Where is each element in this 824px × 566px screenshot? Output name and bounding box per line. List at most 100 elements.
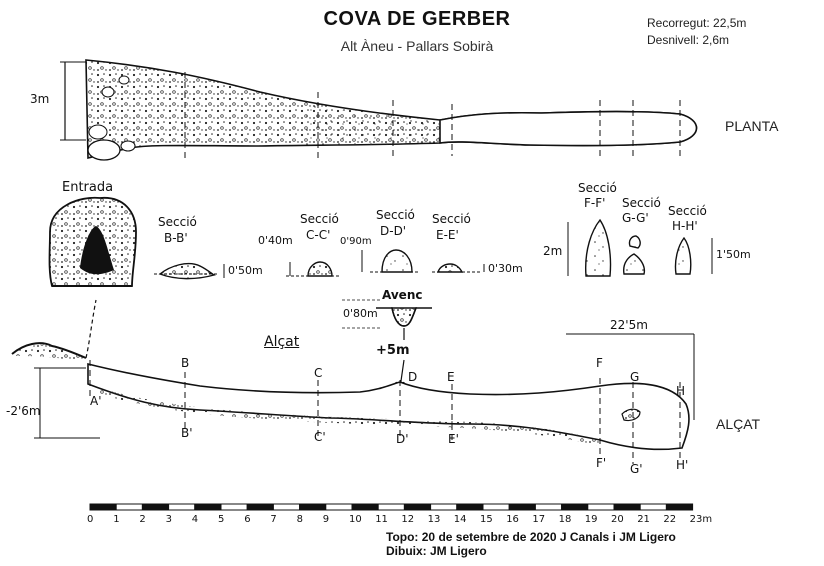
scale-tick-label: 21 bbox=[637, 514, 650, 525]
section-title-h: Secció bbox=[668, 204, 707, 218]
scale-segment bbox=[456, 503, 484, 511]
scale-tick-label: 20 bbox=[611, 514, 624, 525]
section-name-b: B-B' bbox=[164, 231, 188, 245]
credits-topo: Topo: 20 de setembre de 2020 J Canals i … bbox=[386, 530, 676, 544]
elevation-depth-dimension: -2'6m bbox=[6, 404, 41, 418]
section-dimension-e: 0'30m bbox=[488, 262, 523, 275]
section-dimension-d: 0'90m bbox=[340, 236, 372, 247]
plan-view bbox=[60, 59, 698, 161]
scale-tick-label: 5 bbox=[218, 514, 225, 525]
elevation-title: Alçat bbox=[264, 334, 300, 350]
section-name-g: G-G' bbox=[622, 211, 649, 225]
scale-segment bbox=[639, 503, 667, 511]
section-dimension-f: 2m bbox=[543, 244, 563, 258]
section-dimension-lines bbox=[223, 222, 713, 278]
scale-segment bbox=[430, 503, 458, 511]
scale-segment bbox=[534, 503, 563, 511]
scale-segment bbox=[325, 503, 353, 511]
scale-segment bbox=[587, 503, 615, 511]
scale-tick-label: 18 bbox=[558, 514, 572, 525]
scale-tick-label: 17 bbox=[532, 514, 546, 525]
section-dimension-c: 0'40m bbox=[258, 234, 293, 247]
section-title-d: Secció bbox=[376, 208, 415, 222]
scale-segment bbox=[299, 503, 327, 511]
scale-tick-label: 16 bbox=[506, 514, 519, 525]
marker-e-prime: E' bbox=[448, 432, 459, 446]
scale-tick-label: 0 bbox=[87, 514, 94, 525]
shaft-sketch bbox=[342, 299, 432, 395]
scale-segment bbox=[220, 503, 248, 511]
route-length: Recorregut: 22,5m bbox=[647, 16, 747, 30]
scale-segment bbox=[561, 503, 589, 511]
scale-segment bbox=[508, 503, 536, 511]
section-name-e: E-E' bbox=[436, 228, 459, 242]
section-dimension-h: 1'50m bbox=[716, 248, 751, 261]
elevation-view bbox=[11, 299, 695, 464]
elevation-section-lines bbox=[89, 360, 681, 464]
scale-segment bbox=[246, 503, 274, 511]
scale-tick-label: 14 bbox=[453, 514, 467, 525]
marker-d-prime: D' bbox=[396, 432, 409, 446]
scale-tick-label: 6 bbox=[244, 514, 251, 525]
marker-c-prime: C' bbox=[314, 430, 326, 444]
section-dimension-b: 0'50m bbox=[228, 264, 263, 277]
scale-tick-label: 15 bbox=[480, 514, 493, 525]
marker-a-prime: A' bbox=[90, 394, 102, 408]
scale-tick-label: 13 bbox=[427, 514, 441, 525]
cave-stats: Recorregut: 22,5m Desnivell: 2,6m bbox=[647, 15, 746, 49]
scale-segment bbox=[272, 503, 301, 511]
scale-tick-label: 7 bbox=[270, 514, 277, 525]
elevation-diff: Desnivell: 2,6m bbox=[647, 33, 730, 47]
scale-tick-label: 11 bbox=[375, 514, 388, 525]
scale-tick-label: 2 bbox=[139, 514, 146, 525]
section-title-e: Secció bbox=[432, 212, 471, 226]
scale-tick-label: 10 bbox=[349, 514, 362, 525]
scale-segment bbox=[89, 503, 117, 511]
shaft-label: Avenc bbox=[382, 288, 423, 302]
marker-e: E bbox=[447, 370, 455, 384]
plan-width-dimension: 3m bbox=[30, 92, 50, 106]
plan-section-lines bbox=[184, 72, 681, 160]
scale-tick-label: 1 bbox=[113, 514, 120, 525]
marker-f: F bbox=[596, 356, 603, 370]
scale-segment bbox=[613, 503, 641, 511]
scale-tick-label: 12 bbox=[401, 514, 415, 525]
marker-d: D bbox=[408, 370, 418, 384]
scale-segment bbox=[351, 503, 379, 511]
entrance-sketch bbox=[48, 196, 137, 287]
section-name-d: D-D' bbox=[380, 224, 407, 238]
section-title-c: Secció bbox=[300, 212, 339, 226]
marker-b: B bbox=[181, 356, 190, 370]
plan-boulder bbox=[87, 139, 121, 161]
scale-tick-label: 22 bbox=[663, 514, 677, 525]
scale-segment bbox=[665, 503, 694, 511]
scale-segment bbox=[194, 503, 222, 511]
scale-tick-label: 9 bbox=[322, 514, 330, 525]
section-title-f: Secció bbox=[578, 181, 617, 195]
scale-bar bbox=[89, 503, 694, 511]
scale-segment bbox=[403, 503, 432, 511]
section-name-c: C-C' bbox=[306, 228, 331, 242]
elevation-view-label: ALÇAT bbox=[716, 416, 761, 432]
scale-segment bbox=[482, 503, 510, 511]
marker-h: H bbox=[676, 384, 686, 398]
section-name-h: H-H' bbox=[672, 219, 698, 233]
entrance-label: Entrada bbox=[62, 180, 114, 195]
marker-h-prime: H' bbox=[676, 458, 689, 472]
scale-segment bbox=[115, 503, 143, 511]
section-name-f: F-F' bbox=[584, 196, 606, 210]
marker-b-prime: B' bbox=[181, 426, 193, 440]
shaft-width: 0'80m bbox=[343, 307, 378, 320]
scale-tick-label: 23m bbox=[689, 514, 713, 525]
marker-g-prime: G' bbox=[630, 462, 643, 476]
elevation-length-dimension: 22'5m bbox=[610, 318, 648, 332]
section-title-g: Secció bbox=[622, 196, 661, 210]
marker-c: C bbox=[314, 366, 323, 380]
scale-tick-label: 3 bbox=[165, 514, 172, 525]
plan-view-label: PLANTA bbox=[725, 118, 779, 134]
scale-tick-label: 4 bbox=[191, 514, 199, 525]
credits-drawing: Dibuix: JM Ligero bbox=[386, 544, 487, 558]
credits: Topo: 20 de setembre de 2020 J Canals i … bbox=[386, 530, 676, 558]
marker-f-prime: F' bbox=[596, 456, 607, 470]
